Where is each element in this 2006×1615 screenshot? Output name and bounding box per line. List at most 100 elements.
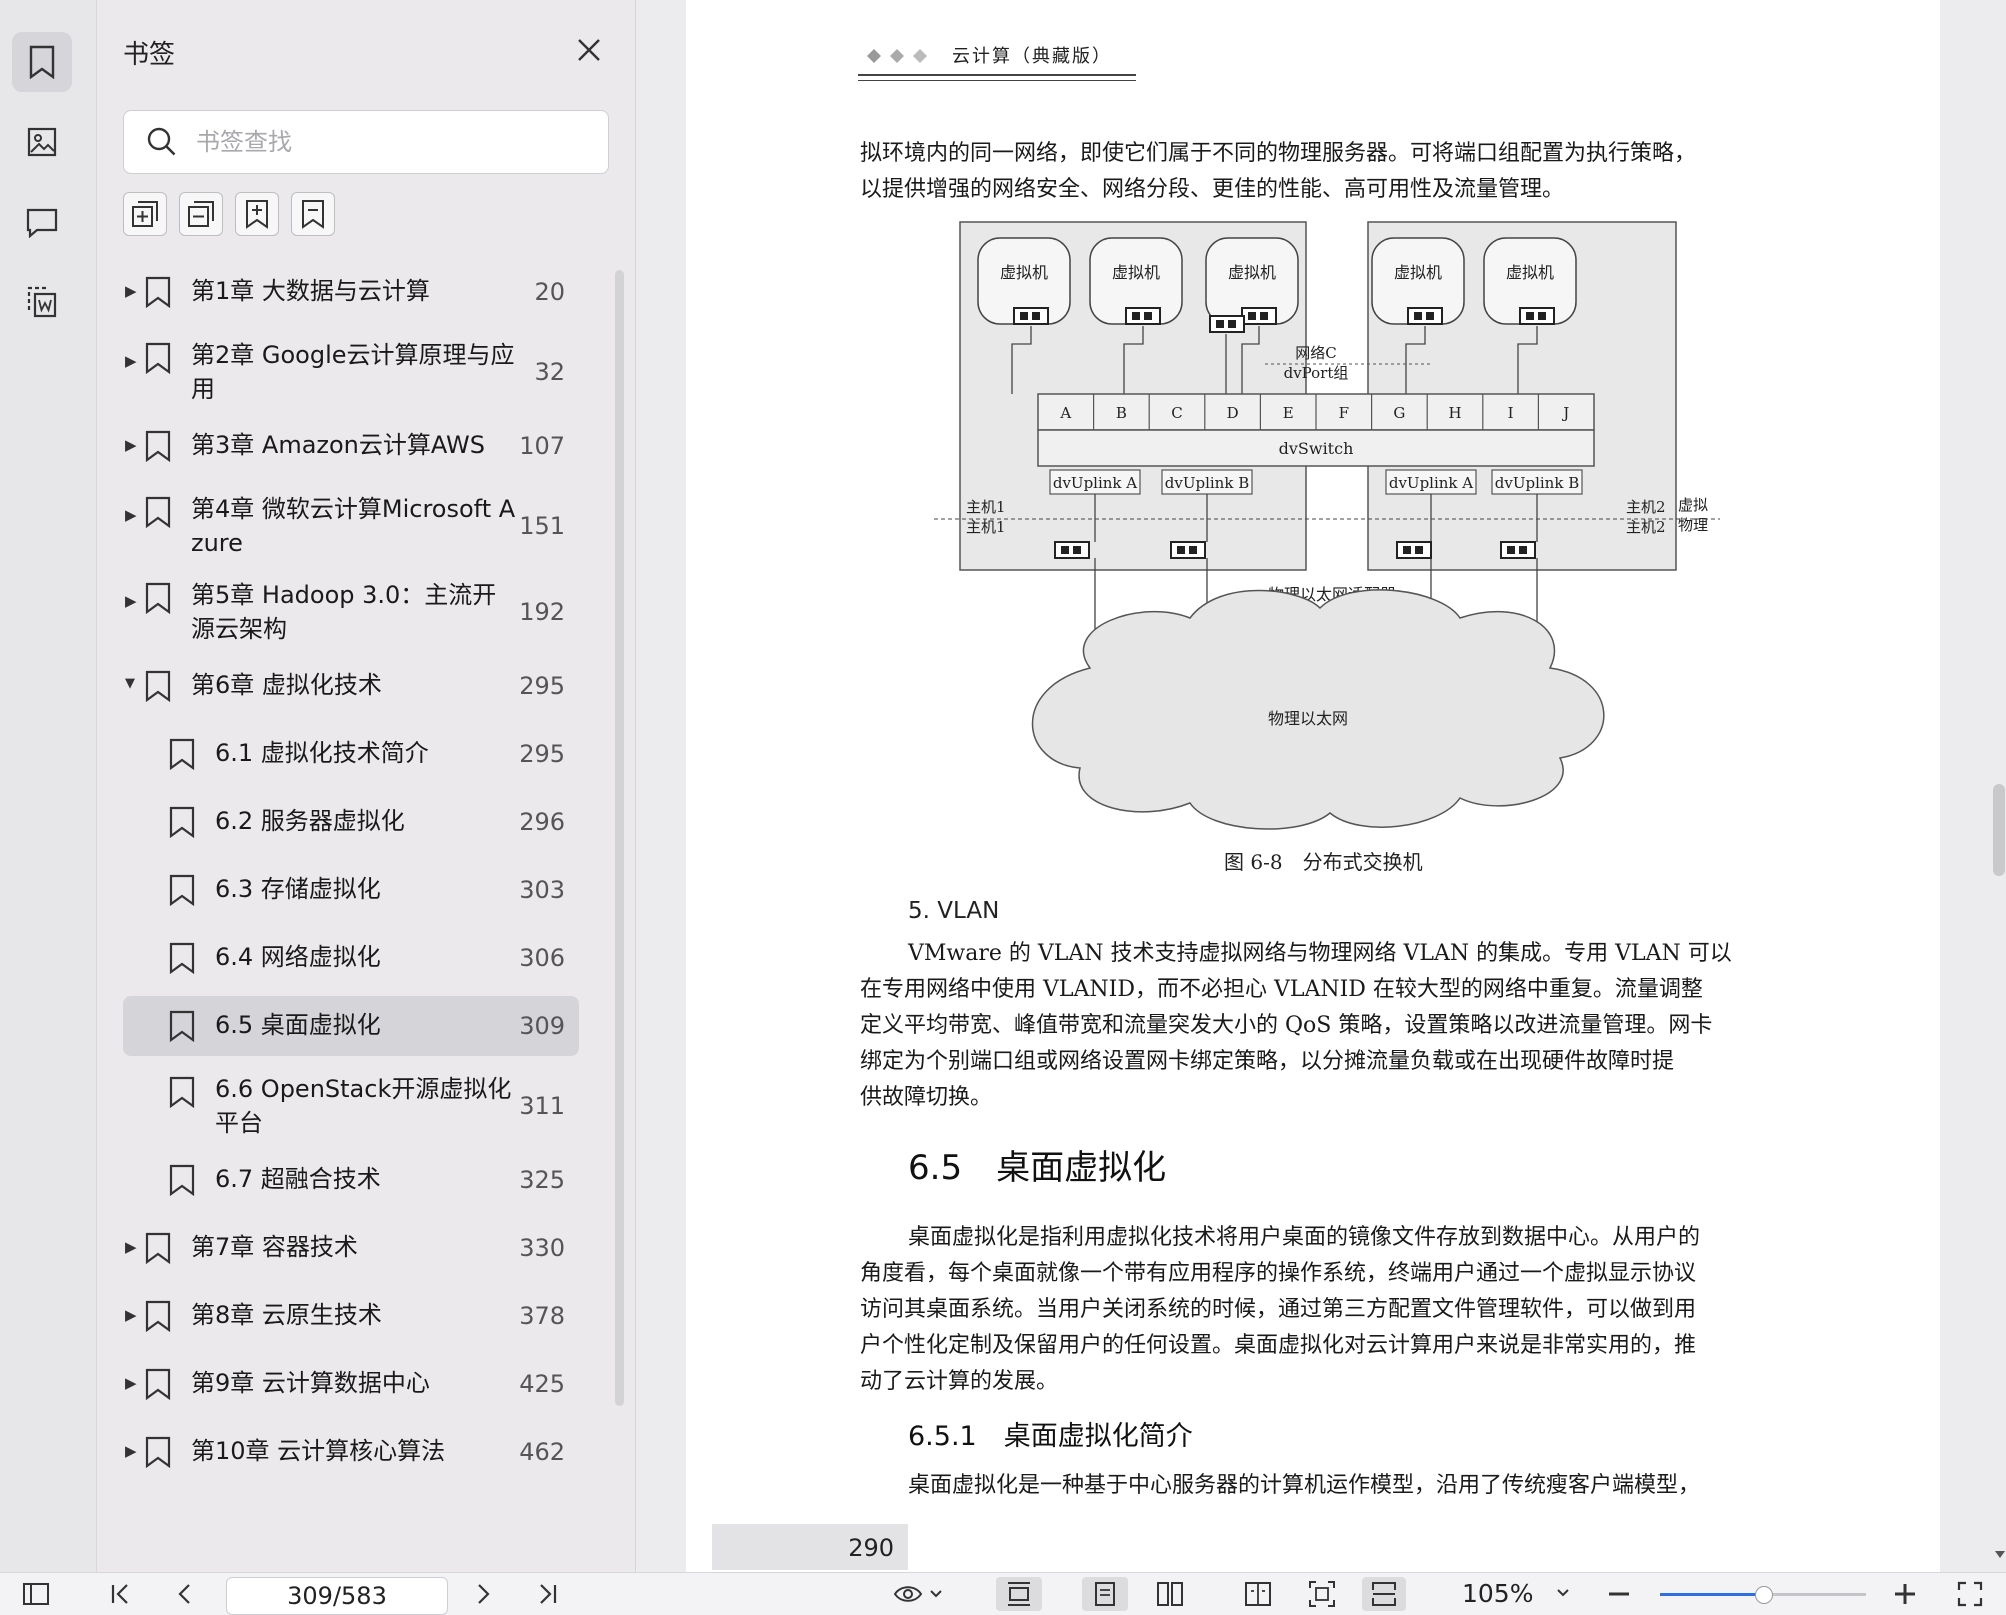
caret-right-icon[interactable]: ▶ xyxy=(125,436,137,454)
bookmark-page: 32 xyxy=(534,358,565,386)
eye-care-mode-button[interactable] xyxy=(886,1577,950,1611)
host2-label: 主机2 xyxy=(1626,518,1666,536)
bookmark-label: 6.7 超融合技术 xyxy=(215,1165,381,1193)
chevron-right-icon xyxy=(478,1584,490,1604)
plus-icon xyxy=(1895,1584,1915,1604)
caret-right-icon[interactable]: ▶ xyxy=(125,592,137,610)
next-page-button[interactable] xyxy=(466,1577,500,1611)
bookmark-label-line: 平台 xyxy=(215,1109,263,1137)
zoom-dropdown-icon[interactable] xyxy=(1556,1588,1570,1598)
bookmark-label: 第5章 Hadoop 3.0：主流开源云架构 xyxy=(191,578,496,646)
remove-bookmark-button[interactable] xyxy=(291,192,335,236)
bookmark-icon xyxy=(169,1164,195,1200)
collapse-all-button[interactable] xyxy=(179,192,223,236)
vm-nic xyxy=(1013,307,1049,325)
bookmark-label: 6.5 桌面虚拟化 xyxy=(215,1011,381,1039)
bookmark-page: 303 xyxy=(519,876,565,904)
scroll-down-icon[interactable] xyxy=(1994,1548,2006,1562)
previous-page-button[interactable] xyxy=(168,1577,202,1611)
continuous-scroll-button[interactable] xyxy=(1362,1577,1406,1611)
caret-right-icon[interactable]: ▶ xyxy=(125,352,137,370)
expand-all-button[interactable] xyxy=(123,192,167,236)
zoom-in-button[interactable] xyxy=(1888,1577,1922,1611)
add-bookmark-button[interactable] xyxy=(235,192,279,236)
fullscreen-icon xyxy=(1957,1581,1983,1607)
bookmark-icon xyxy=(29,45,55,79)
panel-title: 书签 xyxy=(123,40,176,70)
fullscreen-button[interactable] xyxy=(1952,1577,1988,1611)
comment-panel-button[interactable] xyxy=(12,192,72,252)
zoom-out-button[interactable] xyxy=(1602,1577,1636,1611)
bookmark-icon xyxy=(145,1232,171,1268)
last-page-button[interactable] xyxy=(530,1577,564,1611)
section-paragraph: 桌面虚拟化是指利用虚拟化技术将用户桌面的镜像文件存放到数据中心。从用户的 角度看… xyxy=(860,1220,1786,1400)
caret-down-icon[interactable]: ▼ xyxy=(125,676,135,691)
first-page-button[interactable] xyxy=(104,1577,138,1611)
bookmark-icon xyxy=(145,582,171,618)
vm-label: 虚拟机 xyxy=(1000,263,1048,282)
caret-right-icon[interactable]: ▶ xyxy=(125,282,137,300)
page-number-input[interactable] xyxy=(226,1577,448,1615)
caret-right-icon[interactable]: ▶ xyxy=(125,1306,137,1324)
bookmark-label: 第9章 云计算数据中心 xyxy=(191,1369,430,1397)
bookmark-icon xyxy=(169,874,195,910)
search-icon xyxy=(147,127,176,156)
zoom-level[interactable]: 105% xyxy=(1462,1579,1534,1608)
book-mode-button[interactable] xyxy=(1236,1577,1280,1611)
uplink-label: dvUplink A xyxy=(1053,474,1137,492)
document-scroll-thumb[interactable] xyxy=(1993,784,2005,876)
toggle-sidebar-button[interactable] xyxy=(18,1577,54,1611)
port-label: J xyxy=(1561,404,1569,422)
bookmark-label: 第3章 Amazon云计算AWS xyxy=(191,431,485,459)
fit-width-button[interactable] xyxy=(996,1577,1042,1611)
close-panel-button[interactable] xyxy=(575,36,605,66)
physical-label: 物理 xyxy=(1678,516,1708,534)
caret-right-icon[interactable]: ▶ xyxy=(125,1374,137,1392)
zoom-slider[interactable] xyxy=(1660,1586,1866,1604)
add-bookmark-icon xyxy=(246,200,268,229)
fit-page-icon xyxy=(1309,1581,1335,1607)
caret-right-icon[interactable]: ▶ xyxy=(125,1442,137,1460)
bookmark-page: 311 xyxy=(519,1092,565,1120)
zoom-slider-knob[interactable] xyxy=(1755,1586,1773,1604)
running-header: 云计算（典藏版） xyxy=(952,46,1112,67)
uplink-box xyxy=(1491,469,1583,495)
vm-nic xyxy=(1209,315,1245,333)
bookmark-panel-button[interactable] xyxy=(12,32,72,92)
single-page-button[interactable] xyxy=(1082,1577,1128,1611)
bookmark-icon xyxy=(145,496,171,532)
extract-panel-button[interactable] xyxy=(12,272,72,332)
double-page-button[interactable] xyxy=(1148,1577,1192,1611)
bookmark-scrollbar[interactable] xyxy=(615,270,624,1406)
bookmark-label: 第10章 云计算核心算法 xyxy=(191,1437,446,1465)
bookmark-search-input[interactable] xyxy=(194,119,598,165)
caret-right-icon[interactable]: ▶ xyxy=(125,506,137,524)
intro-paragraph: 拟环境内的同一网络，即使它们属于不同的物理服务器。可将端口组配置为执行策略， 以… xyxy=(860,136,1786,208)
bookmark-page: 151 xyxy=(519,512,565,540)
thumbnail-panel-button[interactable] xyxy=(12,112,72,172)
fit-page-button[interactable] xyxy=(1300,1577,1344,1611)
bookmark-search-box[interactable] xyxy=(123,110,609,174)
caret-right-icon[interactable]: ▶ xyxy=(125,1238,137,1256)
bookmark-icon xyxy=(169,942,195,978)
sidebar-rail xyxy=(0,0,97,1572)
bookmark-label-line: 第2章 Google云计算原理与应 xyxy=(191,341,515,369)
bookmark-icon xyxy=(169,1076,195,1112)
